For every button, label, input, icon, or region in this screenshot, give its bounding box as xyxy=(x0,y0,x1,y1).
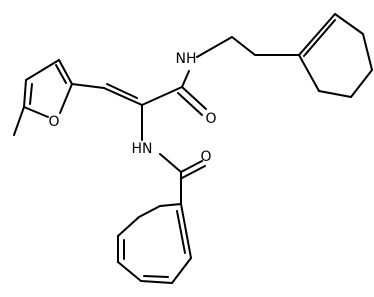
nh-carbonyl-bond xyxy=(159,153,182,173)
ring-bond xyxy=(298,54,320,92)
ring-bond xyxy=(350,69,373,98)
carbonyl-double-bond xyxy=(181,86,207,110)
ring-bond xyxy=(117,261,142,282)
ethyl-linker xyxy=(196,36,300,58)
furan-double-bond-inner xyxy=(55,64,67,84)
ring-bond xyxy=(318,90,352,98)
benzene-ring xyxy=(117,203,192,284)
nh-label: NH xyxy=(176,51,197,67)
alkene xyxy=(103,83,143,141)
ring-bond xyxy=(180,203,192,259)
ring-double-bond-inner xyxy=(176,210,186,254)
alkene-double-bond-inner xyxy=(106,83,138,99)
nh-carbonyl-bond xyxy=(181,70,190,88)
ring-bond xyxy=(159,203,182,207)
furan-double-bond-inner xyxy=(29,83,33,105)
ring-bond xyxy=(171,257,192,284)
alkene-double-bond xyxy=(103,87,143,106)
benzamide xyxy=(159,153,206,205)
furan-bond xyxy=(25,59,60,81)
ring-bond xyxy=(362,33,373,71)
vinyl-furan-bond xyxy=(71,83,105,89)
ring-bond xyxy=(334,13,364,35)
furan-bond xyxy=(23,79,27,108)
ring-double-bond-inner xyxy=(303,19,336,57)
ring-bond xyxy=(117,216,140,237)
furan-o-bond xyxy=(23,106,49,118)
benzamide-carbonyl-double-bond xyxy=(180,160,203,173)
furan-o-bond xyxy=(59,83,73,114)
top-amide xyxy=(141,70,207,116)
furan-ring xyxy=(13,59,105,136)
linker-bond xyxy=(196,36,233,58)
ring-double-bond-inner xyxy=(143,275,169,278)
carbonyl-double-bond-inner xyxy=(177,92,203,116)
ring-bond xyxy=(138,205,161,218)
carbonyl-alpha-bond xyxy=(141,86,183,106)
cyclohexene-ring xyxy=(298,13,373,98)
benzamide-oxygen-label: O xyxy=(200,149,211,165)
linker-bond xyxy=(231,36,256,56)
carbonyl-oxygen-label: O xyxy=(205,111,216,127)
furan-oxygen-label: O xyxy=(48,114,59,130)
hn-label: HN xyxy=(132,141,153,157)
methyl-bond xyxy=(13,106,25,136)
benzamide-carbonyl-double-bond-inner xyxy=(181,165,206,179)
furan-bond xyxy=(58,59,73,85)
ring-bond xyxy=(140,280,173,284)
ring-bond xyxy=(298,13,336,56)
